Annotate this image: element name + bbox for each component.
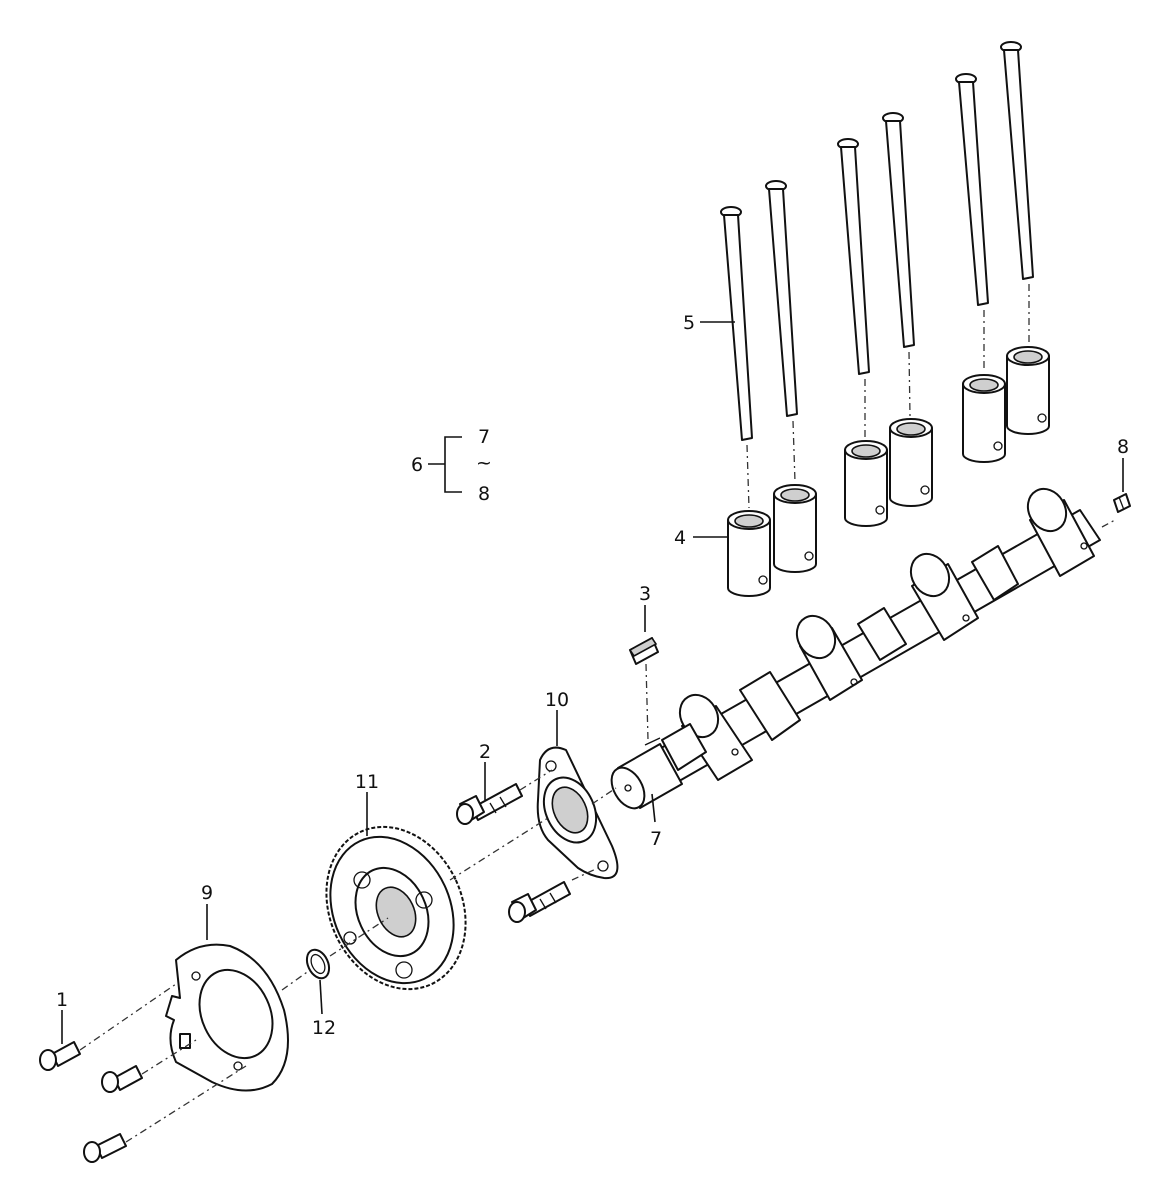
woodruff-key	[628, 636, 659, 741]
bolt-1b	[101, 1065, 143, 1093]
callout-11: 11	[355, 771, 379, 793]
tappet-1	[727, 510, 771, 597]
bolt-1a	[39, 1041, 81, 1071]
callout-12: 12	[312, 1017, 336, 1039]
plug	[1113, 493, 1131, 513]
callout-6-range-start: 7	[478, 426, 490, 448]
callout-7: 7	[650, 828, 662, 850]
callout-8: 8	[1117, 436, 1129, 458]
callout-1: 1	[56, 989, 68, 1011]
tappet-2	[773, 484, 817, 573]
tappet-5	[962, 374, 1006, 463]
camshaft-lobes	[678, 487, 1095, 781]
push-rod-6	[1000, 41, 1034, 344]
callout-6-range-end: 8	[478, 483, 490, 505]
push-rod-1	[720, 206, 753, 509]
camshaft	[610, 487, 1116, 810]
cover-plate	[165, 943, 289, 1092]
callout-2: 2	[479, 741, 491, 763]
callout-3: 3	[639, 583, 651, 605]
callout-labels: 1 2 3 4 5 6 7 ~ 8 7 8 9 10 11 12	[56, 312, 1129, 1039]
snap-ring	[305, 948, 331, 980]
cam-gear	[325, 825, 467, 991]
push-rod-2	[765, 180, 798, 483]
callout-9: 9	[201, 882, 213, 904]
push-rods	[720, 41, 1034, 509]
callout-5: 5	[683, 312, 695, 334]
camshaft-nose	[610, 723, 707, 810]
tappet-3	[844, 440, 888, 527]
callout-6: 6	[411, 454, 423, 476]
callout-6-range-tilde: ~	[476, 452, 492, 474]
bolt-1c	[83, 1133, 127, 1163]
tappet-6	[1006, 346, 1050, 435]
bolts-1	[39, 1041, 143, 1163]
bolt-lower	[508, 881, 571, 923]
leader-lines	[61, 321, 1124, 1044]
assembly-lines	[79, 769, 617, 1143]
callout-10: 10	[545, 689, 569, 711]
push-rod-4	[882, 112, 915, 417]
push-rod-5	[955, 73, 989, 372]
callout-4: 4	[674, 527, 686, 549]
bolt-upper	[456, 783, 523, 825]
tappets	[727, 346, 1050, 597]
tappet-4	[889, 418, 933, 507]
bolts-2	[456, 783, 571, 923]
push-rod-3	[837, 138, 870, 438]
thrust-plate	[536, 746, 619, 880]
